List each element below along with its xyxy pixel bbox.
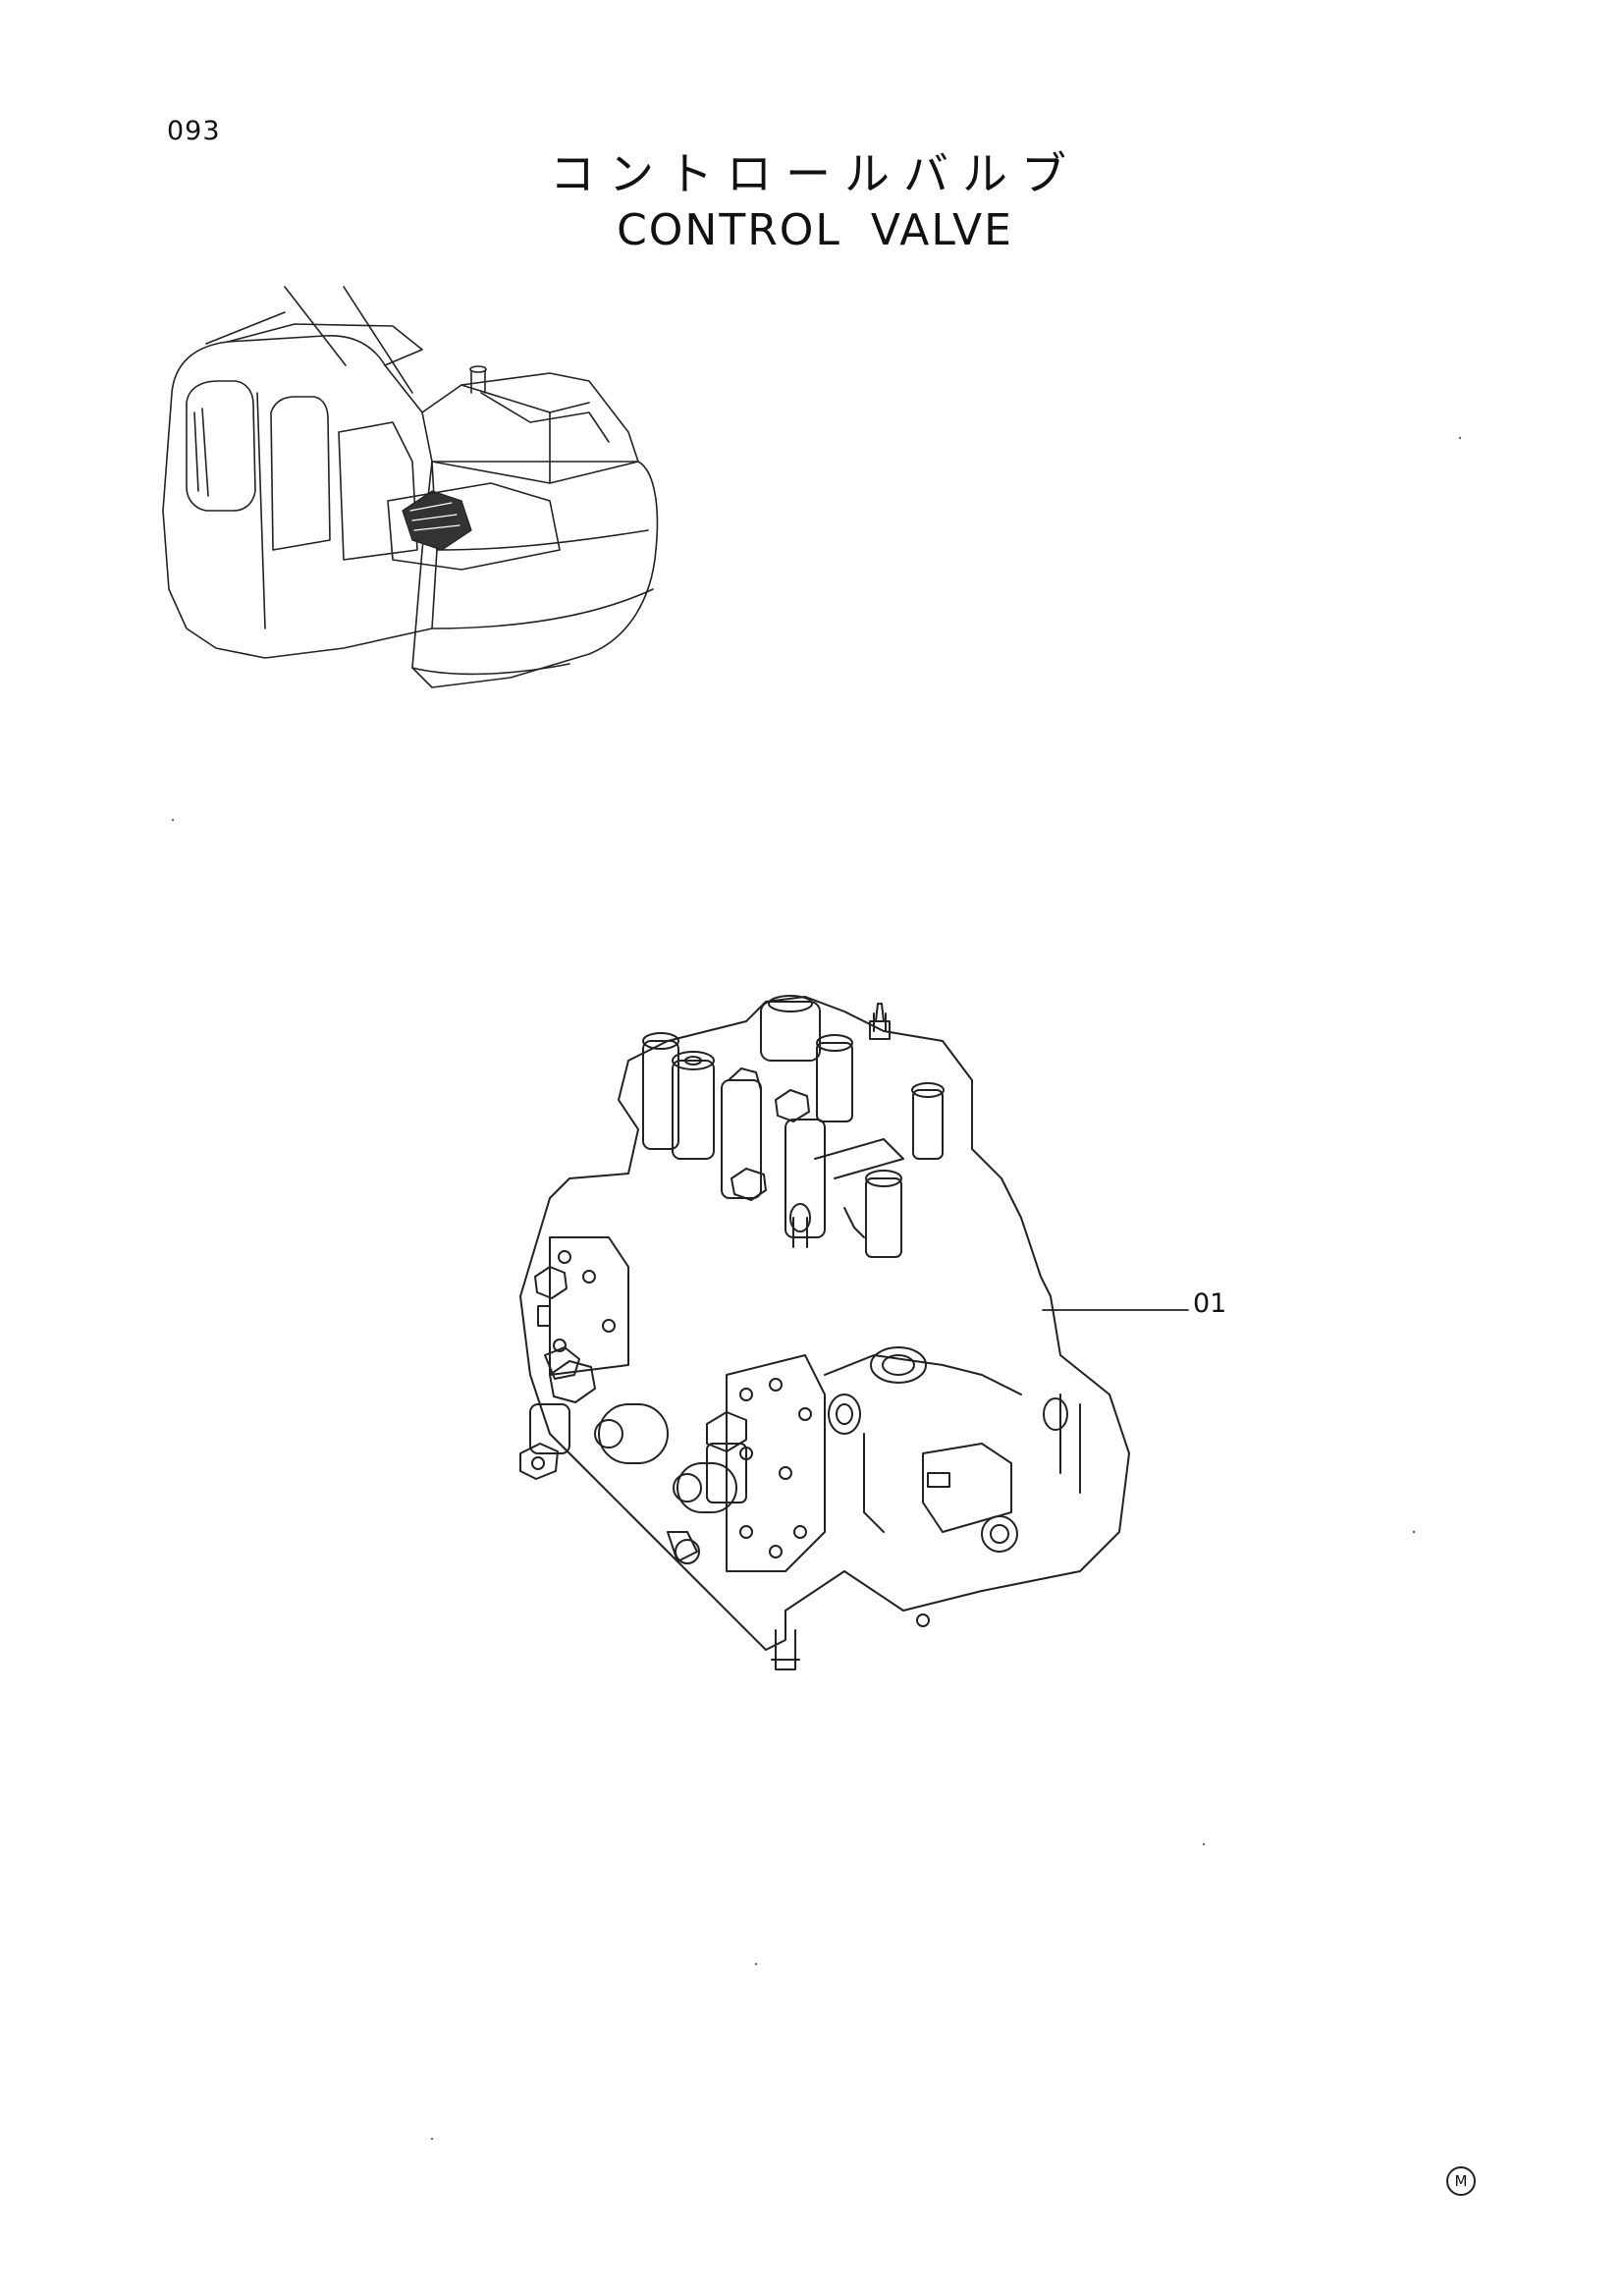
manufacturer-mark: M bbox=[1446, 2166, 1476, 2196]
excavator-location-view bbox=[162, 286, 659, 688]
title-block: コントロールバルブ CONTROL VALVE bbox=[550, 145, 1080, 259]
scan-artifacts bbox=[171, 436, 1462, 2141]
page-number: 093 bbox=[167, 116, 221, 146]
title-japanese: コントロールバルブ bbox=[550, 147, 1080, 200]
title-english: CONTROL VALVE bbox=[617, 205, 1013, 255]
control-valve-illustration bbox=[519, 995, 1130, 1670]
callout-label-01: 01 bbox=[1193, 1288, 1227, 1319]
